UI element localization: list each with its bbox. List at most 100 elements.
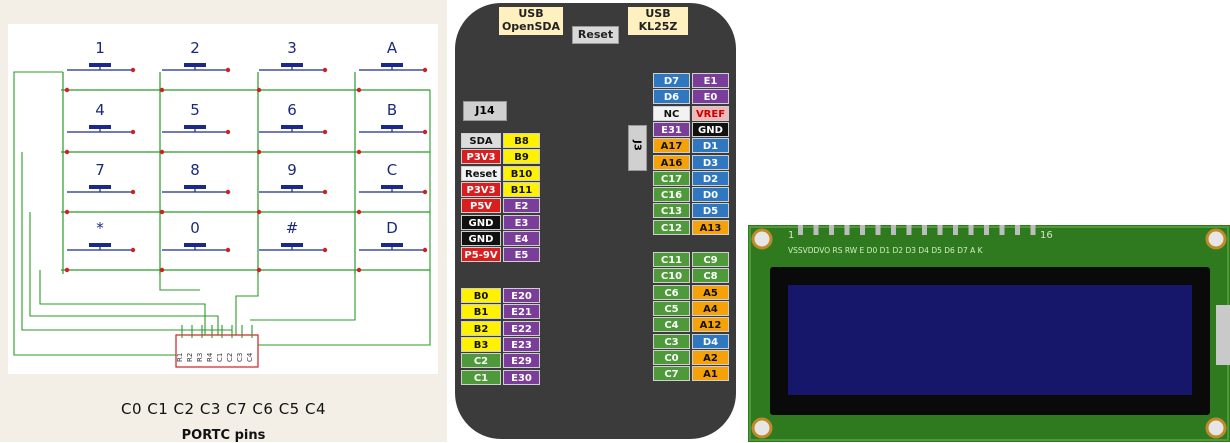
left-power-header-pin-a: P3V3 [461,149,501,165]
wire-node [64,149,70,155]
connector-pin-label: R4 [206,352,214,362]
connector-pin-label: R2 [186,353,194,362]
right-top-header-pin-a: C16 [653,187,690,203]
connector-body [175,334,259,368]
wire-node [256,267,262,273]
portc-caption: PORTC pins [181,428,266,443]
key-switch-actuator [184,125,206,129]
key-label: # [286,219,299,237]
wire-node [225,189,231,195]
key-label: D [386,219,398,237]
right-bottom-header-pin-b: C8 [692,268,729,284]
wire-node [356,209,362,215]
right-bottom-header-pin-a: C6 [653,284,690,300]
right-top-header-pin-b: D5 [692,203,729,219]
left-power-header-pin-b: E2 [503,198,540,214]
connector-pin-label: C3 [236,353,244,362]
j14-text: J14 [475,104,495,117]
connector-pin-label: R3 [196,353,204,362]
j3-header-label: J3 [628,125,647,171]
wire-node [356,267,362,273]
right-bottom-header-pin-a: C5 [653,300,690,316]
right-top-header-pin-a: C17 [653,170,690,186]
key-switch-actuator [281,185,303,189]
key-label: 8 [190,161,200,179]
right-top-header-pin-b: D2 [692,170,729,186]
reset-label: Reset [577,28,614,41]
lcd-mounting-hole [751,417,773,439]
key-switch-actuator [89,63,111,67]
wire-node [159,87,165,93]
right-bottom-header-pin-a: C0 [653,349,690,365]
left-power-header-pin-a: P5V [461,198,501,214]
left-bottom-header-pin-a: B2 [461,320,501,336]
right-bottom-header-pin-b: A1 [692,366,729,382]
wire-node [159,267,165,273]
wire-node [64,209,70,215]
usb-opensda-line1: USB [518,7,544,20]
key-switch-actuator [89,185,111,189]
portc-pin-order-caption: C0 C1 C2 C3 C7 C6 C5 C4 [120,400,326,418]
lcd-pin-first: 1 [788,230,794,241]
lcd-header-pin [968,225,974,235]
left-power-header-pin-a: GND [461,230,501,246]
key-label: 6 [287,101,297,119]
right-bottom-header-pin-a: C4 [653,317,690,333]
key-switch-actuator [89,243,111,247]
left-bottom-header-pin-a: C2 [461,353,501,369]
key-switch-actuator [281,125,303,129]
left-power-header-pin-a: GND [461,214,501,230]
right-top-header-pin-a: A17 [653,138,690,154]
left-power-header-pin-a: SDA [461,133,501,148]
wire-node [130,247,136,253]
wire-node [256,87,262,93]
lcd-header-pin [813,225,819,235]
key-label: 9 [287,161,297,179]
lcd-header-pin [1015,225,1020,235]
right-top-header-pin-b: E0 [692,89,729,105]
right-top-header-pin-b: A13 [692,219,729,235]
lcd-pin-header [798,225,1036,235]
left-power-header-pin-b: E5 [503,247,540,263]
right-top-header-pin-b: D0 [692,187,729,203]
left-bottom-header-pin-a: B3 [461,336,501,352]
key-switch-actuator [381,243,403,247]
usb-kl25z-line1: USB [645,7,671,20]
wire-node [422,189,428,195]
key-switch-actuator [281,243,303,247]
right-top-header-pin-a: C13 [653,203,690,219]
wire-node [225,67,231,73]
left-power-header-pin-a: P3V3 [461,181,501,197]
right-bottom-header-pin-a: C3 [653,333,690,349]
lcd-pin-labels: VSSVDDVO RS RW E D0 D1 D2 D3 D4 D5 D6 D7… [788,246,984,255]
key-label: 1 [95,39,105,57]
right-top-header-pin-b: D1 [692,138,729,154]
left-power-header-pin-b: E3 [503,214,540,230]
right-top-header-pin-b: D3 [692,154,729,170]
lcd-header-pin [829,225,834,235]
left-power-header-pin-b: B8 [503,133,540,148]
lcd-backlight-connector [1216,305,1230,365]
wire-node [322,247,328,253]
wire-node [356,149,362,155]
lcd-header-pin [984,225,989,235]
left-bottom-header-pin-b: E22 [503,320,540,336]
lcd-mounting-hole [1205,228,1227,250]
usb-kl25z-line2: KL25Z [638,20,678,33]
lcd-pin-last: 16 [1040,230,1053,241]
left-power-header-pin-b: E4 [503,230,540,246]
usb-opensda-line2: OpenSDA [501,20,561,33]
lcd-header-pin [922,225,927,235]
lcd-header-pin [906,225,912,235]
route-wire-2 [21,152,232,331]
route-wire-6 [159,270,200,291]
key-label: 7 [95,161,105,179]
wire-node [256,149,262,155]
reset-button[interactable]: Reset [572,26,619,44]
connector-pin-label: C2 [226,353,234,362]
lcd-header-pin [1030,225,1036,235]
lcd-header-pin [937,225,943,235]
